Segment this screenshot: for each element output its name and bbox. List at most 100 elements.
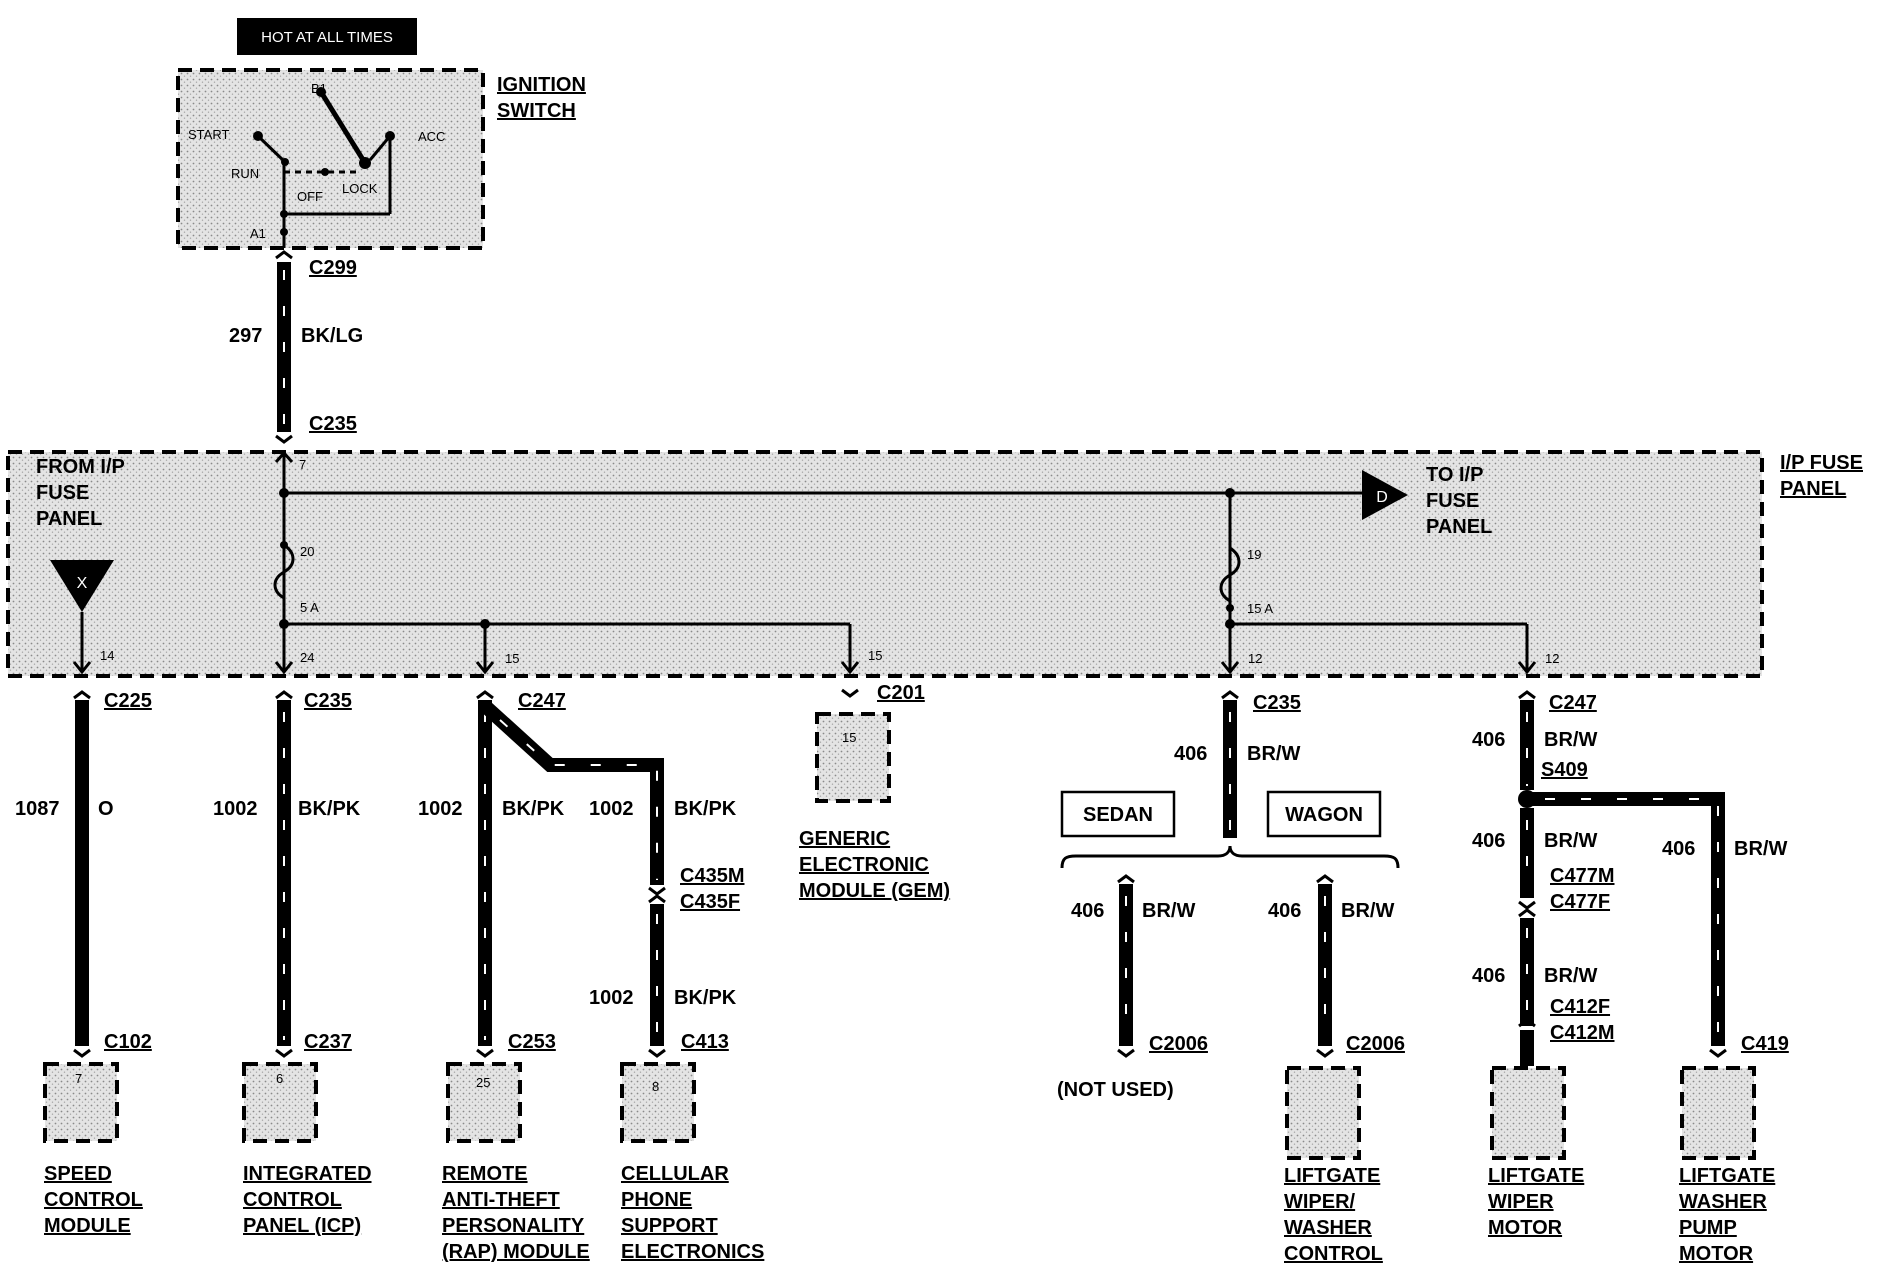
circuit-number: 297 xyxy=(229,325,262,347)
module-label: ELECTRONICS xyxy=(621,1241,764,1263)
not-used-note: (NOT USED) xyxy=(1057,1079,1174,1101)
connector-label: C2006 xyxy=(1346,1033,1405,1055)
connector-label: C225 xyxy=(104,690,152,712)
wire-color: BK/PK xyxy=(298,798,361,820)
pin-label: 7 xyxy=(75,1071,82,1086)
connector-label: C435F xyxy=(680,891,740,913)
rap-cellular-branch xyxy=(446,690,696,1143)
wire-color: BR/W xyxy=(1544,965,1597,987)
liftgate-motor-branch xyxy=(1490,690,1756,1160)
pin-label: 12 xyxy=(1545,651,1559,666)
connector-label: C253 xyxy=(508,1031,556,1053)
module-label: MODULE (GEM) xyxy=(799,880,950,902)
circuit-number: 1002 xyxy=(418,798,463,820)
module-label: LIFTGATE xyxy=(1488,1165,1584,1187)
connector-label: C201 xyxy=(877,682,925,704)
fuse-number: 19 xyxy=(1247,547,1261,562)
module-label: MODULE xyxy=(44,1215,131,1237)
svg-text:RUN: RUN xyxy=(231,166,259,181)
ignition-switch-label: SWITCH xyxy=(497,100,576,122)
fuse-rating: 5 A xyxy=(300,600,319,615)
pin-label: 15 xyxy=(868,648,882,663)
module-label: CONTROL xyxy=(44,1189,143,1211)
fuse-number: 20 xyxy=(300,544,314,559)
wire-color: BR/W xyxy=(1734,838,1787,860)
module-label: SPEED xyxy=(44,1163,112,1185)
to-fuse-panel-label: TO I/P xyxy=(1426,464,1483,486)
ignition-switch-label: IGNITION xyxy=(497,74,586,96)
module-label: MOTOR xyxy=(1488,1217,1563,1239)
module-label: PUMP xyxy=(1679,1217,1737,1239)
wagon-label: WAGON xyxy=(1285,804,1363,826)
module-label: WIPER xyxy=(1488,1191,1554,1213)
svg-text:HOT AT ALL TIMES: HOT AT ALL TIMES xyxy=(261,29,393,46)
module-label: REMOTE xyxy=(442,1163,528,1185)
connector-label: C412F xyxy=(1550,996,1610,1018)
module-label: GENERIC xyxy=(799,828,890,850)
from-fuse-panel-label: FROM I/P xyxy=(36,456,125,478)
wire-color: O xyxy=(98,798,114,820)
pin-label: 7 xyxy=(299,457,306,472)
circuit-number: 406 xyxy=(1472,830,1505,852)
module-label: MOTOR xyxy=(1679,1243,1754,1265)
to-fuse-panel-label: PANEL xyxy=(1426,516,1492,538)
module-label: ELECTRONIC xyxy=(799,854,929,876)
splice-label: S409 xyxy=(1541,759,1588,781)
wire-color: BR/W xyxy=(1247,743,1300,765)
module-label: PERSONALITY xyxy=(442,1215,585,1237)
module-label: INTEGRATED xyxy=(243,1163,372,1185)
wire-color: BK/PK xyxy=(502,798,565,820)
from-fuse-panel-label: FUSE xyxy=(36,482,89,504)
hot-at-all-times-badge: HOT AT ALL TIMES xyxy=(237,18,417,55)
fuse-panel-label: I/P FUSE xyxy=(1780,452,1863,474)
sedan-label: SEDAN xyxy=(1083,804,1153,826)
svg-text:X: X xyxy=(77,575,88,592)
connector-label: C2006 xyxy=(1149,1033,1208,1055)
pin-label: 15 xyxy=(505,651,519,666)
module-label: (RAP) MODULE xyxy=(442,1241,590,1263)
module-label: LIFTGATE xyxy=(1284,1165,1380,1187)
connector-label: C247 xyxy=(518,690,566,712)
wire-color: BR/W xyxy=(1142,900,1195,922)
connector-label: C477M xyxy=(1550,865,1614,887)
connector-label: C237 xyxy=(304,1031,352,1053)
module-label: ANTI-THEFT xyxy=(442,1189,560,1211)
connector-x-icon xyxy=(50,560,114,612)
wire-color: BK/PK xyxy=(674,987,737,1009)
circuit-number: 1087 xyxy=(15,798,60,820)
liftgate-control-branch xyxy=(1060,690,1400,1160)
pin-label: 24 xyxy=(300,650,314,665)
wagon-box xyxy=(1266,790,1382,838)
from-fuse-panel-label: PANEL xyxy=(36,508,102,530)
svg-text:D: D xyxy=(1376,489,1388,506)
wire-color: BK/PK xyxy=(674,798,737,820)
connector-label: C477F xyxy=(1550,891,1610,913)
pin-label: 14 xyxy=(100,648,114,663)
circuit-number: 406 xyxy=(1174,743,1207,765)
module-label: CELLULAR xyxy=(621,1163,729,1185)
module-label: WIPER/ xyxy=(1284,1191,1356,1213)
connector-label: C102 xyxy=(104,1031,152,1053)
circuit-number: 1002 xyxy=(589,798,634,820)
connector-label: C419 xyxy=(1741,1033,1789,1055)
to-fuse-panel-label: FUSE xyxy=(1426,490,1479,512)
connector-label: C412M xyxy=(1550,1022,1614,1044)
pin-label: 15 xyxy=(842,730,856,745)
module-label: CONTROL xyxy=(243,1189,342,1211)
circuit-number: 1002 xyxy=(589,987,634,1009)
pin-label: 25 xyxy=(476,1075,490,1090)
connector-label: C413 xyxy=(681,1031,729,1053)
wire-color: BR/W xyxy=(1544,729,1597,751)
ignition-switch: B1 START RUN OFF LOCK ACC A1 xyxy=(176,68,485,250)
wire-color: BR/W xyxy=(1341,900,1394,922)
circuit-number: 406 xyxy=(1472,965,1505,987)
svg-text:START: START xyxy=(188,127,229,142)
feed-wire-297 xyxy=(275,250,293,444)
circuit-number: 406 xyxy=(1071,900,1104,922)
speed-control-branch xyxy=(43,690,119,1143)
connector-label: C299 xyxy=(309,257,357,279)
gem-branch xyxy=(815,688,891,803)
pin-label: 12 xyxy=(1248,651,1262,666)
pin-label: 6 xyxy=(276,1071,283,1086)
